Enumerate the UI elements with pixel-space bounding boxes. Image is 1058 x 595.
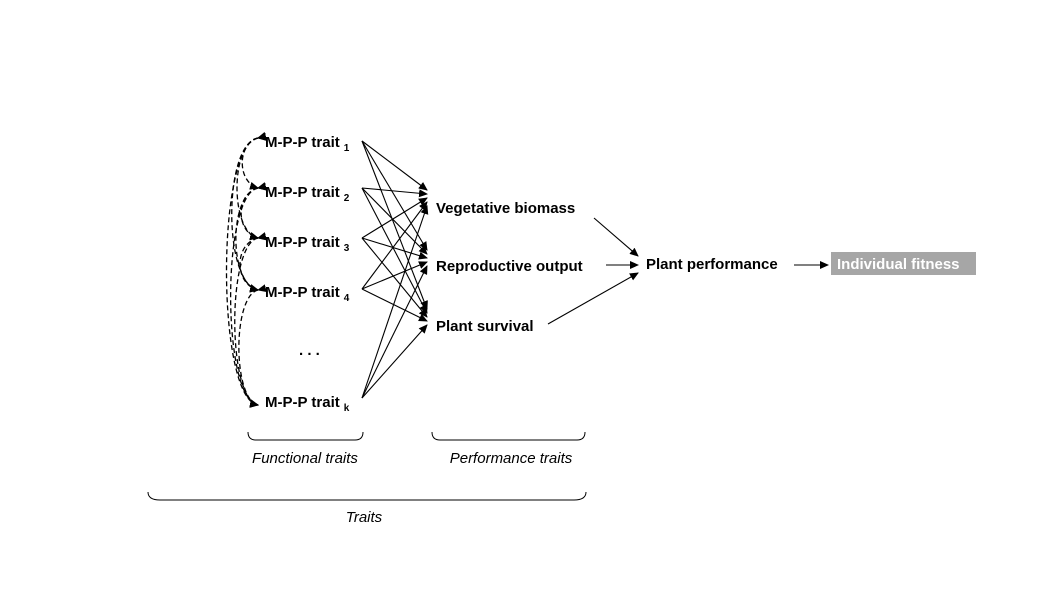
trait-correlation-arrows [225,131,267,408]
arrow-trait-5-to-performance-2 [361,265,428,399]
arrow-trait-4-to-performance-2 [361,261,428,290]
arrow-trait-3-to-performance-3 [361,237,428,318]
correlation-arrow-7 [230,182,267,408]
functional-traits-caption: Functional traits [252,450,358,467]
performance-to-plant-arrows [547,217,639,325]
arrow-survival-to-performance [547,272,639,325]
performance-traits-brace [431,431,586,441]
arrow-trait-1-to-performance-1 [361,140,428,191]
performance-trait-vegetative-biomass: Vegetative biomass [436,200,575,217]
correlation-arrow-3 [231,132,267,293]
performance-trait-list: Vegetative biomass Reproductive output P… [436,200,583,335]
arrow-trait-2-to-performance-2 [361,187,428,255]
traits-brace [147,491,587,501]
trait-ellipsis: . . . [299,342,320,359]
arrow-trait-4-to-performance-3 [361,288,428,322]
arrow-trait-2-to-performance-3 [361,187,428,314]
correlation-arrow-2 [236,132,267,241]
individual-fitness-box [831,252,976,275]
performance-traits-caption: Performance traits [450,450,573,467]
correlation-arrow-5 [240,182,267,240]
functional-traits-brace [247,431,364,441]
arrow-trait-1-to-performance-2 [361,140,428,251]
performance-trait-plant-survival: Plant survival [436,318,534,335]
correlation-arrow-1 [241,131,267,190]
arrow-trait-4-to-performance-1 [361,201,428,290]
arrow-trait-2-to-performance-1 [361,187,428,198]
trait-to-performance-arrows [361,140,429,399]
traits-caption: Traits [346,509,383,526]
performance-trait-reproductive-output: Reproductive output [436,258,583,275]
correlation-arrow-10 [238,284,267,408]
arrow-biomass-to-performance [593,217,639,257]
correlation-arrow-9 [234,232,267,408]
plant-performance-label: Plant performance [646,256,778,273]
arrow-trait-1-to-performance-3 [361,140,428,310]
arrow-trait-3-to-performance-2 [361,237,428,260]
arrow-trait-5-to-performance-3 [361,324,428,399]
individual-fitness-label: Individual fitness [837,256,960,273]
arrow-trait-5-to-performance-1 [361,205,429,399]
arrow-trait-3-to-performance-1 [361,197,428,239]
